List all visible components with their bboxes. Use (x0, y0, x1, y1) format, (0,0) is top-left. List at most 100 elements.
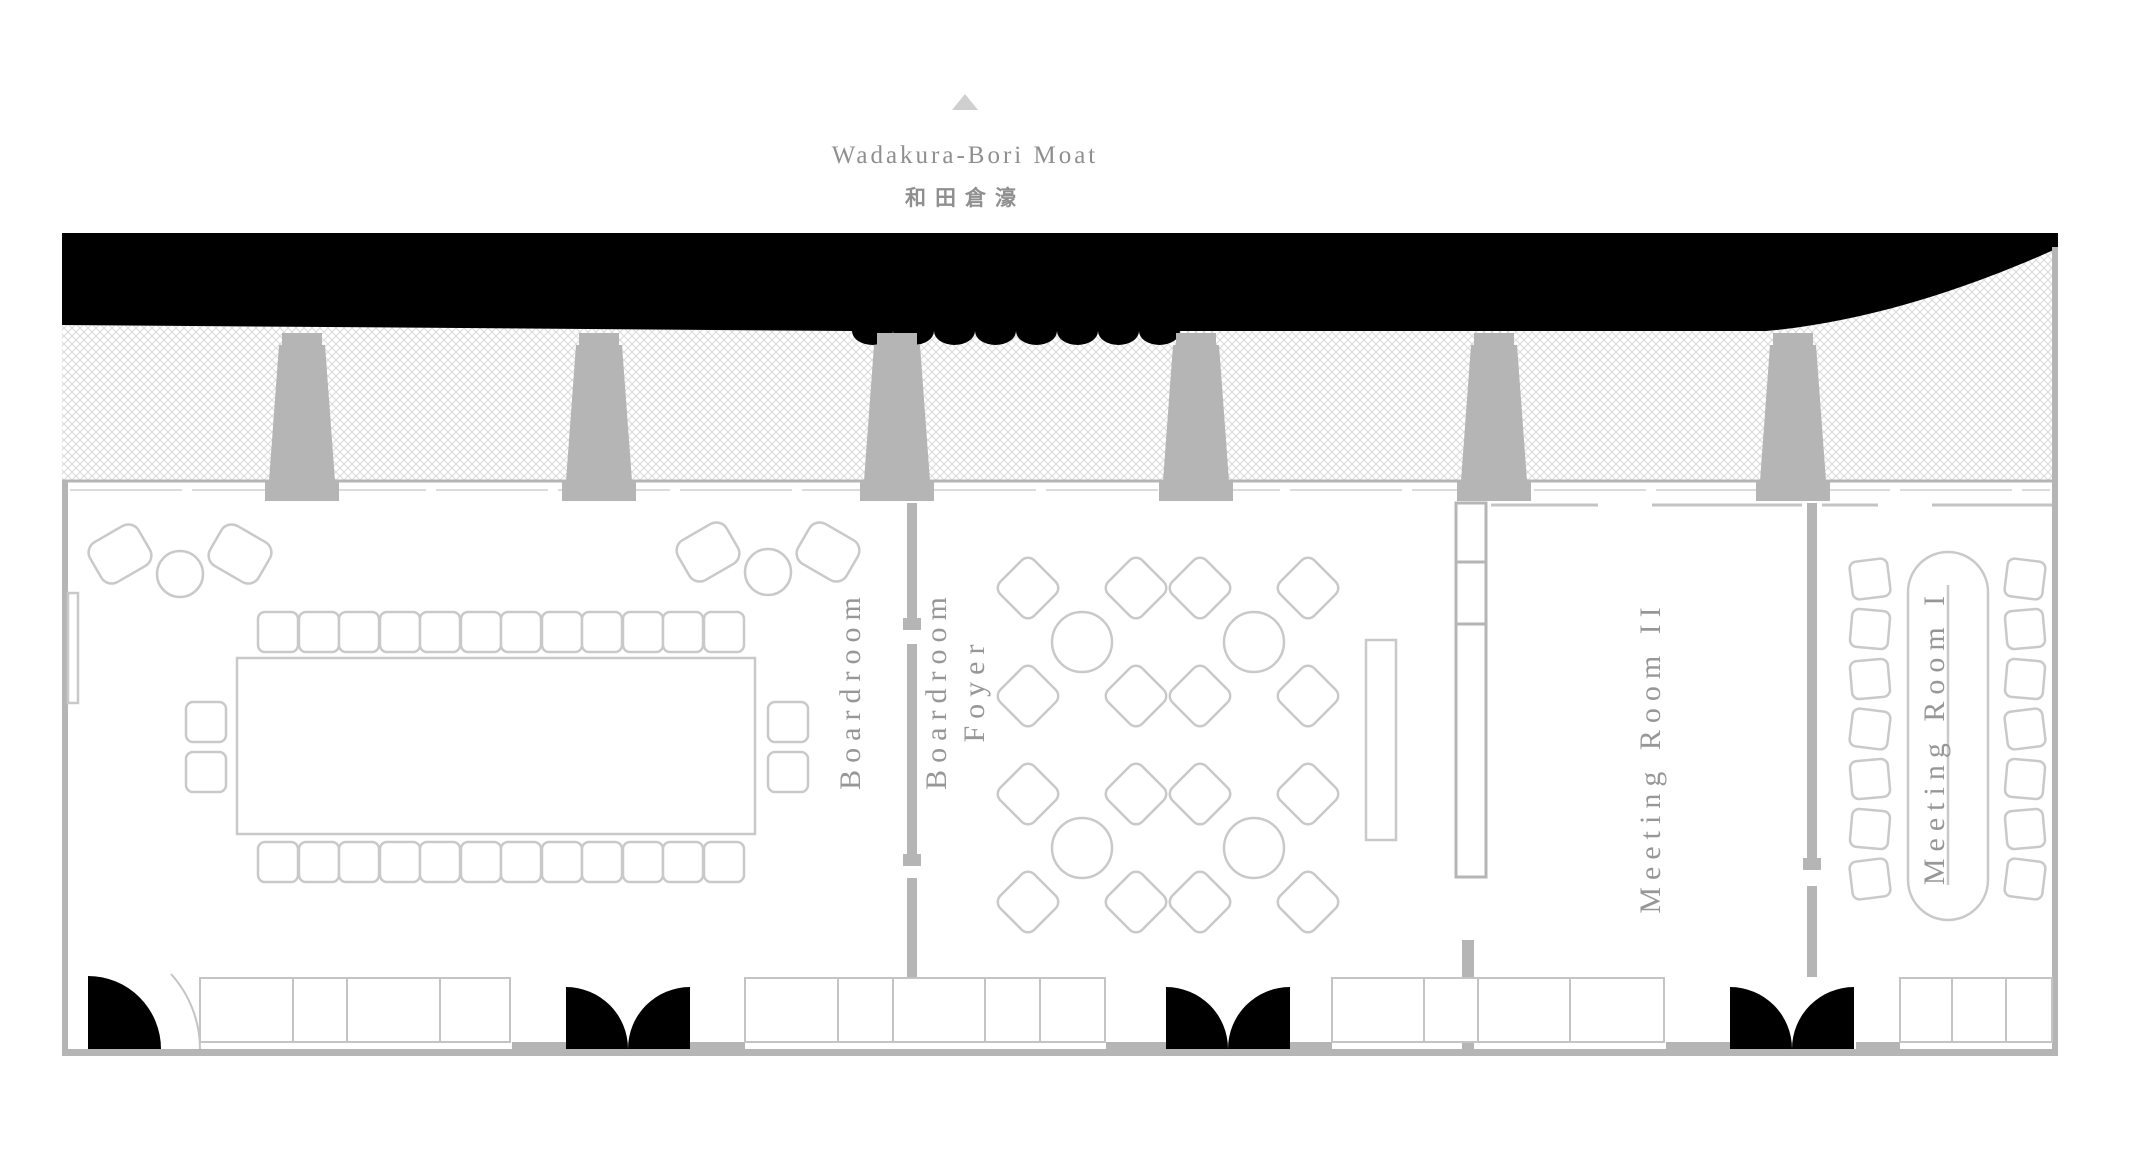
left-wall-door-leaf (66, 591, 80, 705)
chair (2003, 607, 2047, 651)
chair (2002, 556, 2048, 602)
storage-strip-3 (1331, 977, 1665, 1043)
chair (621, 610, 665, 654)
chair (2003, 807, 2047, 851)
chair (418, 610, 462, 654)
window-wall (62, 479, 2058, 491)
chair (766, 700, 810, 744)
door-swing (1730, 987, 1792, 1049)
bottom-wall-stub (1290, 1042, 1332, 1055)
door-swing (628, 987, 690, 1049)
boardroom-foyer-label-line2: Foyer (958, 638, 991, 743)
lounge-set (84, 520, 275, 597)
meeting-room-1-label: Meeting Room I (1918, 589, 1951, 885)
boardroom-foyer: Boardroom Foyer (920, 554, 1398, 936)
chair (702, 610, 746, 654)
chair (378, 610, 422, 654)
storage-outline (1899, 977, 2053, 1043)
chair (184, 750, 228, 794)
chair (540, 610, 584, 654)
meeting-room-1: Meeting Room I (1847, 550, 2048, 922)
moat-label-ja: 和田倉濠 (905, 186, 1025, 210)
chair (621, 840, 665, 884)
chair (337, 610, 381, 654)
bottom-wall-stub (690, 1042, 745, 1055)
chair (337, 840, 381, 884)
storage-outline (744, 977, 1106, 1043)
bottom-wall-stub (512, 1042, 566, 1055)
outer-walls (62, 247, 2058, 1056)
chair (499, 610, 543, 654)
chair (1847, 556, 1893, 602)
shaft-wall (1454, 501, 1488, 879)
seating-cluster (994, 554, 1170, 730)
storage-strip-2 (744, 977, 1106, 1043)
door-swing (88, 976, 161, 1049)
wall-segment (907, 644, 917, 854)
chair-row-bottom (256, 840, 746, 884)
chair (766, 750, 810, 794)
bottom-wall-stub (1856, 1042, 1900, 1055)
chair (580, 610, 624, 654)
meeting-room-2: Meeting Room II (1634, 600, 1667, 913)
chair (1848, 807, 1892, 851)
foyer-furniture (994, 554, 1398, 936)
chair (459, 610, 503, 654)
door-jamb (903, 618, 921, 630)
right-wall (2052, 247, 2058, 1055)
boardroom-foyer-label-line1: Boardroom (920, 590, 953, 790)
chair (2003, 757, 2047, 801)
seating-cluster (1166, 760, 1342, 936)
wall-segment (907, 878, 917, 977)
door-swing (566, 987, 628, 1049)
boardroom-furniture (84, 518, 863, 884)
door-swing (1228, 987, 1290, 1049)
door-jamb (1803, 858, 1821, 870)
storage-strip-1 (199, 977, 511, 1043)
chair (378, 840, 422, 884)
chair (256, 840, 300, 884)
seating-cluster (994, 760, 1170, 936)
moat-annotation: Wadakura-Bori Moat 和田倉濠 (832, 94, 1095, 210)
door-swing-arc (170, 973, 201, 1050)
chair (184, 700, 228, 744)
chair (661, 610, 705, 654)
chair (1848, 657, 1892, 701)
chair (256, 610, 300, 654)
bottom-storage (199, 977, 2053, 1043)
moat-arrow-icon (952, 94, 978, 110)
storage-outline (1331, 977, 1665, 1043)
chair (1848, 757, 1892, 801)
foyer-meeting2-shaft (1454, 501, 1488, 1052)
bottom-wall (62, 1049, 2058, 1056)
chair (1848, 607, 1892, 651)
chair (661, 840, 705, 884)
chair (499, 840, 543, 884)
chair (297, 840, 341, 884)
partition-walls (66, 501, 2052, 1052)
wall-segment (1807, 503, 1817, 858)
chair (1847, 856, 1893, 902)
lounge-set (672, 518, 863, 595)
storage-outline (199, 977, 511, 1043)
console-table (1364, 638, 1398, 842)
door-swing (1792, 987, 1854, 1049)
boardroom: Boardroom (84, 518, 867, 884)
bottom-wall-stub (1106, 1042, 1166, 1055)
entrance-doors (88, 973, 1854, 1050)
meeting-room-1-furniture (1847, 550, 2048, 922)
seating-cluster (1166, 554, 1342, 730)
wall-segment (907, 503, 917, 618)
boardroom-label: Boardroom (834, 590, 867, 790)
chair-column-left (1847, 556, 1893, 902)
chair-row-top (256, 610, 746, 654)
chair (702, 840, 746, 884)
chair (418, 840, 462, 884)
chair (580, 840, 624, 884)
door-jamb (903, 854, 921, 866)
chair (540, 840, 584, 884)
meeting2-meeting1-wall (1803, 503, 1821, 977)
bottom-wall-stub (1666, 1042, 1730, 1055)
